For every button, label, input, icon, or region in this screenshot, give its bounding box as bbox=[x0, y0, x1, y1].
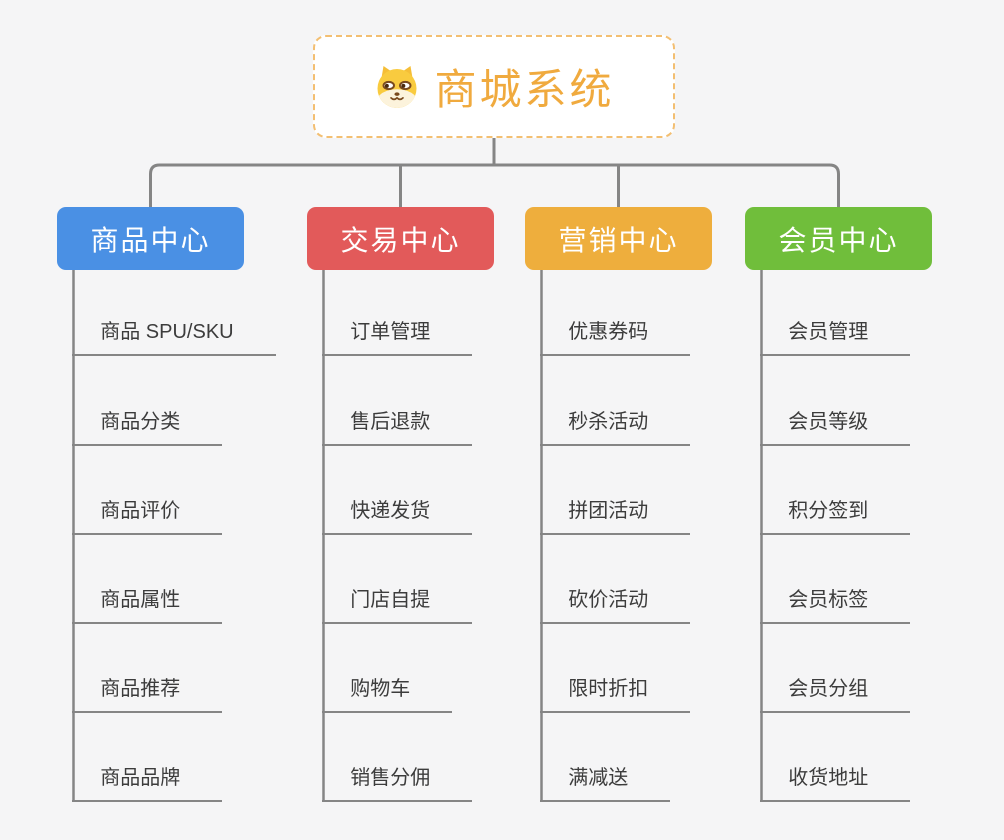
connector-line bbox=[149, 163, 840, 209]
leaf-node[interactable]: 商品分类 bbox=[72, 408, 223, 446]
leaf-node[interactable]: 限时折扣 bbox=[540, 675, 691, 713]
leaf-node[interactable]: 会员等级 bbox=[760, 408, 911, 446]
branch-label: 交易中心 bbox=[340, 224, 461, 256]
leaf-node[interactable]: 商品评价 bbox=[72, 497, 223, 535]
branch-label: 营销中心 bbox=[558, 224, 679, 256]
leaf-node[interactable]: 砍价活动 bbox=[540, 586, 691, 624]
leaf-node[interactable]: 订单管理 bbox=[322, 318, 473, 356]
leaf-node[interactable]: 商品 SPU/SKU bbox=[72, 318, 276, 356]
leaf-node[interactable]: 会员管理 bbox=[760, 318, 911, 356]
leaf-node[interactable]: 商品品牌 bbox=[72, 764, 223, 802]
leaf-node[interactable]: 满减送 bbox=[540, 764, 671, 802]
leaf-node[interactable]: 购物车 bbox=[322, 675, 453, 713]
root-title: 商城系统 bbox=[434, 66, 615, 113]
dog-face-icon bbox=[373, 63, 421, 111]
leaf-node[interactable]: 商品推荐 bbox=[72, 675, 223, 713]
leaf-node[interactable]: 会员标签 bbox=[760, 586, 911, 624]
leaf-node[interactable]: 销售分佣 bbox=[322, 764, 473, 802]
leaf-node[interactable]: 门店自提 bbox=[322, 586, 473, 624]
leaf-node[interactable]: 售后退款 bbox=[322, 408, 473, 446]
leaf-node[interactable]: 拼团活动 bbox=[540, 497, 691, 535]
branch-node-1[interactable]: 商品中心 bbox=[57, 207, 244, 270]
leaf-node[interactable]: 商品属性 bbox=[72, 586, 223, 624]
leaf-node[interactable]: 秒杀活动 bbox=[540, 408, 691, 446]
root-node-mall-system[interactable]: 商城系统 bbox=[313, 35, 675, 138]
branch-label: 商品中心 bbox=[90, 224, 211, 256]
branch-label: 会员中心 bbox=[778, 224, 899, 256]
branch-node-4[interactable]: 会员中心 bbox=[745, 207, 932, 270]
leaf-node[interactable]: 收货地址 bbox=[760, 764, 911, 802]
leaf-node[interactable]: 会员分组 bbox=[760, 675, 911, 713]
leaf-node[interactable]: 快递发货 bbox=[322, 497, 473, 535]
leaf-node[interactable]: 优惠券码 bbox=[540, 318, 691, 356]
leaf-node[interactable]: 积分签到 bbox=[760, 497, 911, 535]
branch-node-3[interactable]: 营销中心 bbox=[525, 207, 712, 270]
branch-node-2[interactable]: 交易中心 bbox=[307, 207, 494, 270]
